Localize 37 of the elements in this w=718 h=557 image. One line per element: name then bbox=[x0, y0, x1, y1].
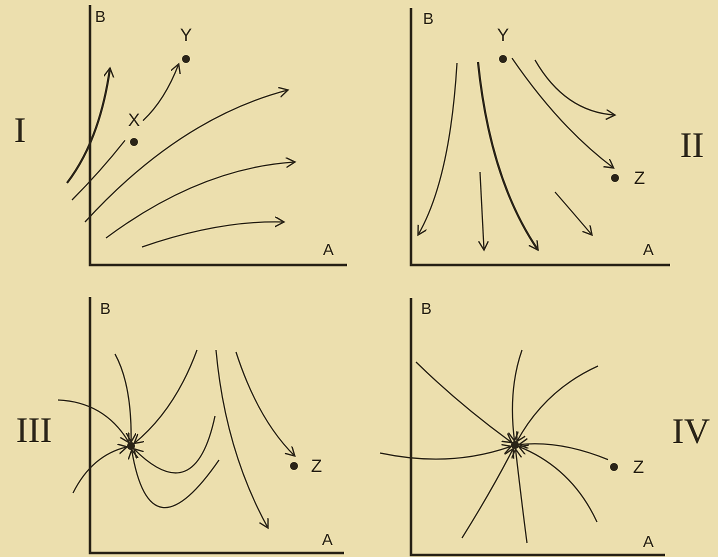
trajectory-arrow bbox=[511, 58, 614, 169]
labelled-point: Z bbox=[609, 168, 645, 188]
panel-numeral: II bbox=[680, 127, 704, 163]
trajectory-arrow bbox=[416, 362, 512, 444]
trajectory-arrow bbox=[518, 438, 608, 460]
axis-label: A bbox=[643, 535, 654, 551]
trajectory-arrow bbox=[516, 365, 598, 442]
trajectory-arrow bbox=[142, 63, 181, 122]
panel-numeral: III bbox=[16, 412, 52, 448]
axis-label: B bbox=[100, 302, 111, 318]
trajectory-arrow bbox=[235, 352, 296, 457]
trajectory-arrow bbox=[461, 448, 514, 538]
labelled-point: Y bbox=[494, 26, 512, 64]
equilibrium-point bbox=[511, 441, 519, 449]
axis-label: B bbox=[421, 302, 432, 318]
trajectory-arrow bbox=[510, 448, 528, 544]
labelled-point: Z bbox=[608, 457, 644, 477]
axis-label: A bbox=[643, 243, 654, 259]
axis-label: B bbox=[95, 10, 106, 26]
trajectory-arrow bbox=[380, 444, 512, 460]
panel-numeral: I bbox=[14, 112, 26, 148]
axis-label: A bbox=[323, 243, 334, 259]
labelled-point: X bbox=[125, 111, 143, 147]
axis-label: B bbox=[423, 12, 434, 28]
trajectory-arrow bbox=[128, 449, 220, 508]
trajectory-arrow bbox=[518, 444, 598, 522]
equilibrium-point bbox=[127, 442, 135, 450]
trajectory-arrow bbox=[114, 354, 137, 443]
labelled-point: Y bbox=[177, 26, 195, 64]
axis-label: A bbox=[322, 533, 333, 549]
trajectory-arrow bbox=[58, 399, 130, 444]
trajectory-arrow bbox=[133, 350, 198, 444]
panel-numeral: IV bbox=[672, 413, 710, 449]
trajectory-arrow bbox=[508, 350, 523, 442]
trajectory-arrow bbox=[133, 416, 216, 474]
labelled-point: Z bbox=[288, 456, 322, 476]
trajectory-arrow bbox=[72, 444, 128, 494]
